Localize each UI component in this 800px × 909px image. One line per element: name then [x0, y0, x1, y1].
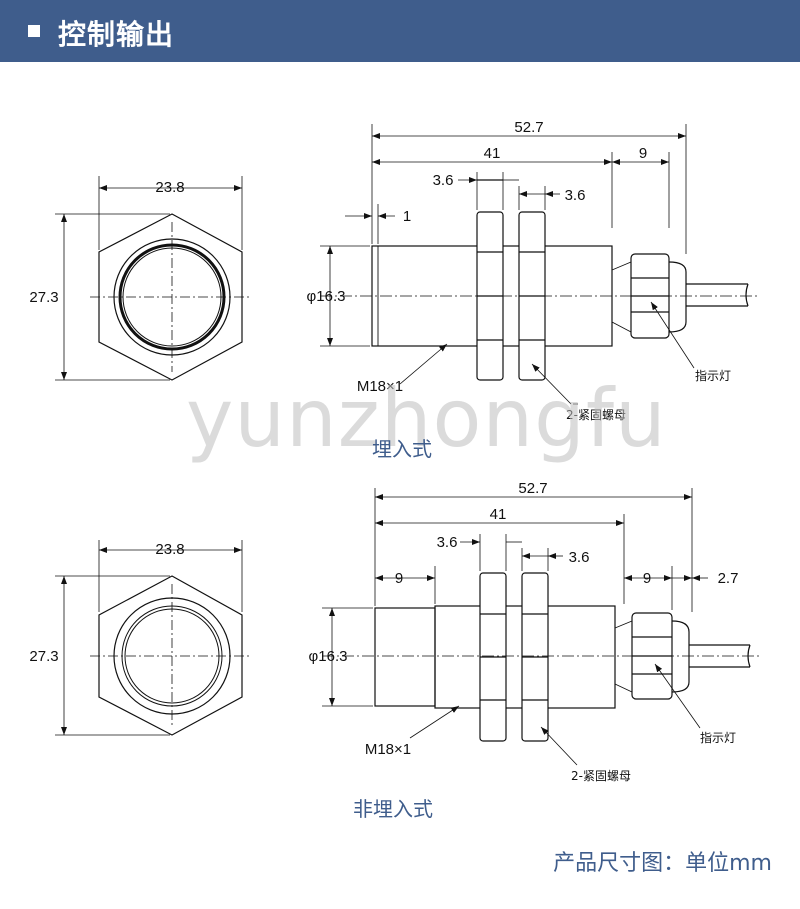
dimension-drawing: 23.8 27.3 — [29, 119, 762, 783]
top-body-length-label: 41 — [484, 145, 501, 162]
bottom-hex-height-label: 27.3 — [29, 648, 58, 665]
top-front-step-label: 1 — [403, 208, 411, 225]
top-nut-callout: 2-紧固螺母 — [566, 408, 626, 422]
bottom-side-view — [322, 488, 762, 766]
bottom-sensor-head — [374, 607, 436, 707]
bottom-cap-length-label: 2.7 — [718, 570, 739, 587]
top-diameter-label: φ16.3 — [307, 288, 346, 305]
bottom-hex-width-label: 23.8 — [155, 541, 184, 558]
bottom-tail-length-label: 9 — [643, 570, 651, 587]
bottom-view-caption: 非埋入式 — [353, 797, 433, 821]
top-nut2-width-label: 3.6 — [565, 187, 586, 204]
section-header: 控制输出 — [0, 0, 800, 62]
bullet-square-icon — [28, 25, 40, 37]
hex-nut-outline-2 — [98, 575, 243, 736]
top-side-view — [320, 124, 760, 405]
top-nut1-width-label: 3.6 — [433, 172, 454, 189]
section-title: 控制输出 — [58, 18, 175, 51]
top-total-length-label: 52.7 — [514, 119, 543, 136]
top-thread-label: M18×1 — [357, 378, 403, 395]
bottom-diameter-label: φ16.3 — [309, 648, 348, 665]
bottom-nut-callout: 2-紧固螺母 — [571, 769, 631, 783]
bottom-body-length-label: 41 — [490, 506, 507, 523]
bottom-thread-label: M18×1 — [365, 741, 411, 758]
top-hex-height-label: 27.3 — [29, 289, 58, 306]
unit-note: 产品尺寸图：单位mm — [553, 851, 772, 876]
bottom-front-length-label: 9 — [395, 570, 403, 587]
top-view-caption: 埋入式 — [372, 437, 432, 461]
bottom-total-length-label: 52.7 — [518, 480, 547, 497]
top-front-view — [55, 176, 252, 381]
bottom-indicator-callout: 指示灯 — [700, 730, 736, 745]
bottom-nut2-width-label: 3.6 — [569, 549, 590, 566]
top-hex-width-label: 23.8 — [155, 179, 184, 196]
top-indicator-callout: 指示灯 — [695, 368, 731, 383]
bottom-nut1-width-label: 3.6 — [437, 534, 458, 551]
bottom-front-view — [55, 540, 252, 736]
hex-nut-outline — [98, 213, 243, 381]
top-tail-length-label: 9 — [639, 145, 647, 162]
